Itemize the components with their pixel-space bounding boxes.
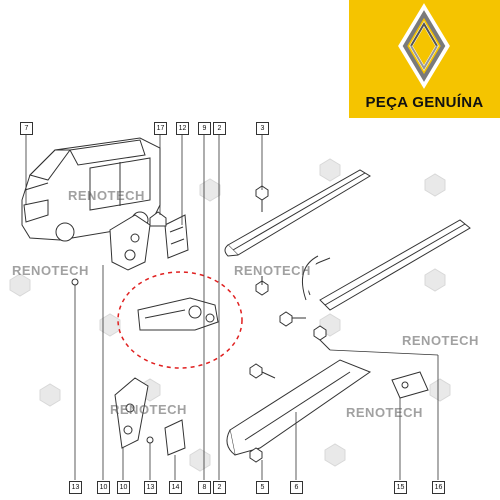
lower-bracket [114,377,186,456]
ref-label-14: 14 [169,481,182,494]
brand-badge: PEÇA GENUÍNA [349,0,500,118]
screws [71,185,331,463]
renault-diamond-logo [398,3,450,89]
upper-rail [224,169,371,257]
ref-label-10: 10 [117,481,130,494]
van-illustration [21,137,161,242]
ref-label-6: 6 [290,481,303,494]
ref-label-9: 9 [198,122,211,135]
ref-label-13: 13 [144,481,157,494]
watermark-text: RENOTECH [110,402,187,417]
ref-label-8: 8 [198,481,211,494]
ref-label-15: 15 [394,481,407,494]
watermark-text: RENOTECH [346,405,423,420]
ref-label-5: 5 [256,481,269,494]
ref-label-17: 17 [154,122,167,135]
ref-label-10: 10 [97,481,110,494]
leader-lines [25,133,439,480]
highlight-circle [117,271,243,369]
ref-label-12: 12 [176,122,189,135]
ref-label-7: 7 [20,122,33,135]
brand-caption: PEÇA GENUÍNA [365,94,484,111]
ref-label-16: 16 [432,481,445,494]
lower-rail [226,359,372,456]
watermark-text: RENOTECH [12,263,89,278]
ref-label-2: 2 [213,122,226,135]
hinge-assembly [109,211,189,271]
highlighted-roller-arm [137,297,219,331]
watermark-text: RENOTECH [234,263,311,278]
watermark-text: RENOTECH [68,188,145,203]
roller-carriage [391,371,429,399]
side-rail [302,219,471,311]
ref-label-3: 3 [256,122,269,135]
ref-label-2: 2 [213,481,226,494]
watermark-text: RENOTECH [402,333,479,348]
ref-label-13: 13 [69,481,82,494]
